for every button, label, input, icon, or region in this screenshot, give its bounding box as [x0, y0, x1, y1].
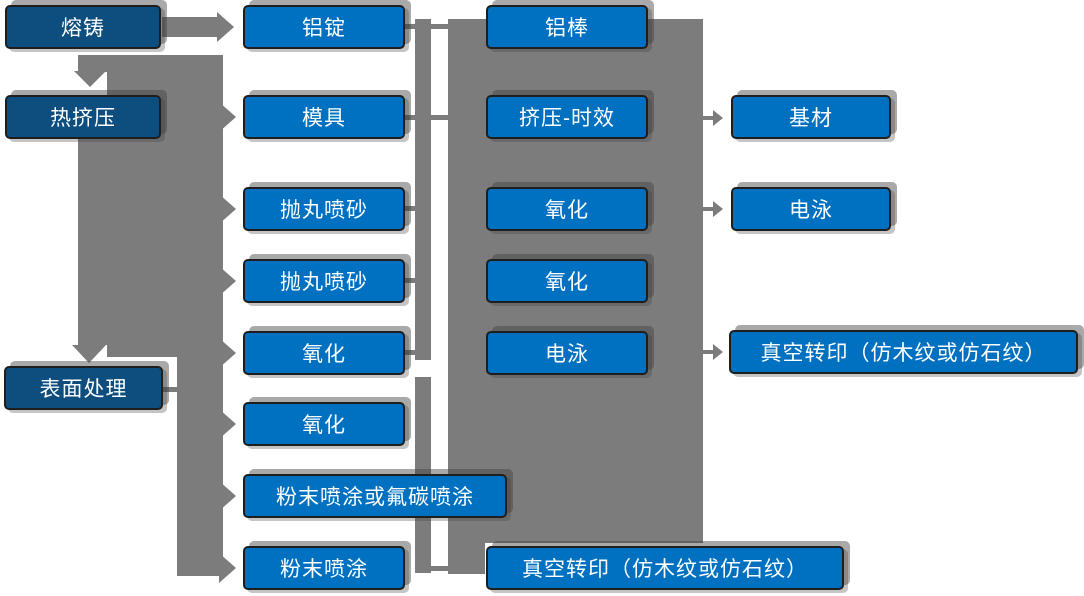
flow-node-rejiya: 热挤压 — [5, 95, 161, 139]
arrowhead-down-to-hot-extrusion — [74, 71, 106, 87]
arrowhead-to-electrophoresis — [713, 201, 723, 217]
flow-node-zhenkong-right: 真空转印（仿木纹或仿石纹） — [729, 330, 1078, 374]
stub-shot-blast-2 — [401, 278, 415, 283]
flow-node-rongzhu: 熔铸 — [5, 5, 161, 49]
flow-node-paowanpensha-1: 抛丸喷砂 — [243, 187, 405, 231]
connector-mid-bar-upper — [415, 19, 431, 360]
flow-node-jicai: 基材 — [731, 95, 891, 139]
flow-node-lvding: 铝锭 — [243, 5, 405, 49]
flow-node-fenmo-futan: 粉末喷涂或氟碳喷涂 — [243, 474, 507, 518]
stub-mold — [403, 115, 448, 120]
connector-band-left-lower — [78, 139, 107, 345]
arrowhead-to-powder-coating — [219, 553, 236, 583]
flow-node-paowanpensha-2: 抛丸喷砂 — [243, 259, 405, 303]
tail-to-electrophoresis — [703, 207, 714, 211]
arrowhead-to-shot-blast-1 — [219, 194, 236, 224]
flow-node-biaomianchuli: 表面处理 — [4, 366, 163, 410]
arrowhead-to-oxidation-2 — [219, 409, 236, 439]
connector-surface-bar — [177, 340, 223, 576]
flow-node-muju: 模具 — [243, 95, 405, 139]
tail-to-vacuum-transfer — [703, 350, 714, 354]
flow-node-dianyong-2: 电泳 — [731, 187, 891, 231]
flow-node-yanghua-4: 氧化 — [486, 259, 648, 303]
flow-node-yanghua-2: 氧化 — [243, 402, 405, 446]
stub-shot-blast-1 — [401, 206, 415, 211]
arrowhead-to-vacuum-transfer — [713, 344, 723, 360]
tail-to-base-material — [703, 116, 714, 120]
arrowhead-to-powder-fluorocarbon — [219, 481, 236, 511]
arrowhead-to-base-material — [713, 110, 723, 126]
arrowhead-down-to-surface-treatment — [72, 345, 106, 363]
flow-node-yanghua-3: 氧化 — [486, 187, 648, 231]
flow-node-yanghua-1: 氧化 — [243, 331, 405, 375]
connector-panel-extension — [448, 543, 485, 574]
flow-node-dianyong-1: 电泳 — [486, 331, 648, 375]
stub-ingot — [403, 24, 448, 29]
connector-surface-treatment-link — [163, 387, 177, 392]
stub-oxidation-1 — [401, 350, 415, 355]
connector-smelt-to-ingot-body — [162, 17, 218, 37]
flow-node-zhenkong-bottom: 真空转印（仿木纹或仿石纹） — [486, 546, 844, 590]
arrowhead-to-mold — [219, 102, 236, 132]
stub-bottom-transfer — [431, 566, 448, 571]
arrowhead-to-shot-blast-2 — [219, 266, 236, 296]
arrowhead-smelt-to-ingot — [217, 12, 234, 42]
arrowhead-to-oxidation-1 — [219, 338, 236, 368]
flow-node-fenmopentu: 粉末喷涂 — [243, 546, 405, 590]
flow-node-lvbang: 铝棒 — [486, 5, 648, 49]
flow-node-jiya-shixiao: 挤压-时效 — [486, 95, 648, 139]
connector-band-shaft-top — [78, 55, 107, 72]
